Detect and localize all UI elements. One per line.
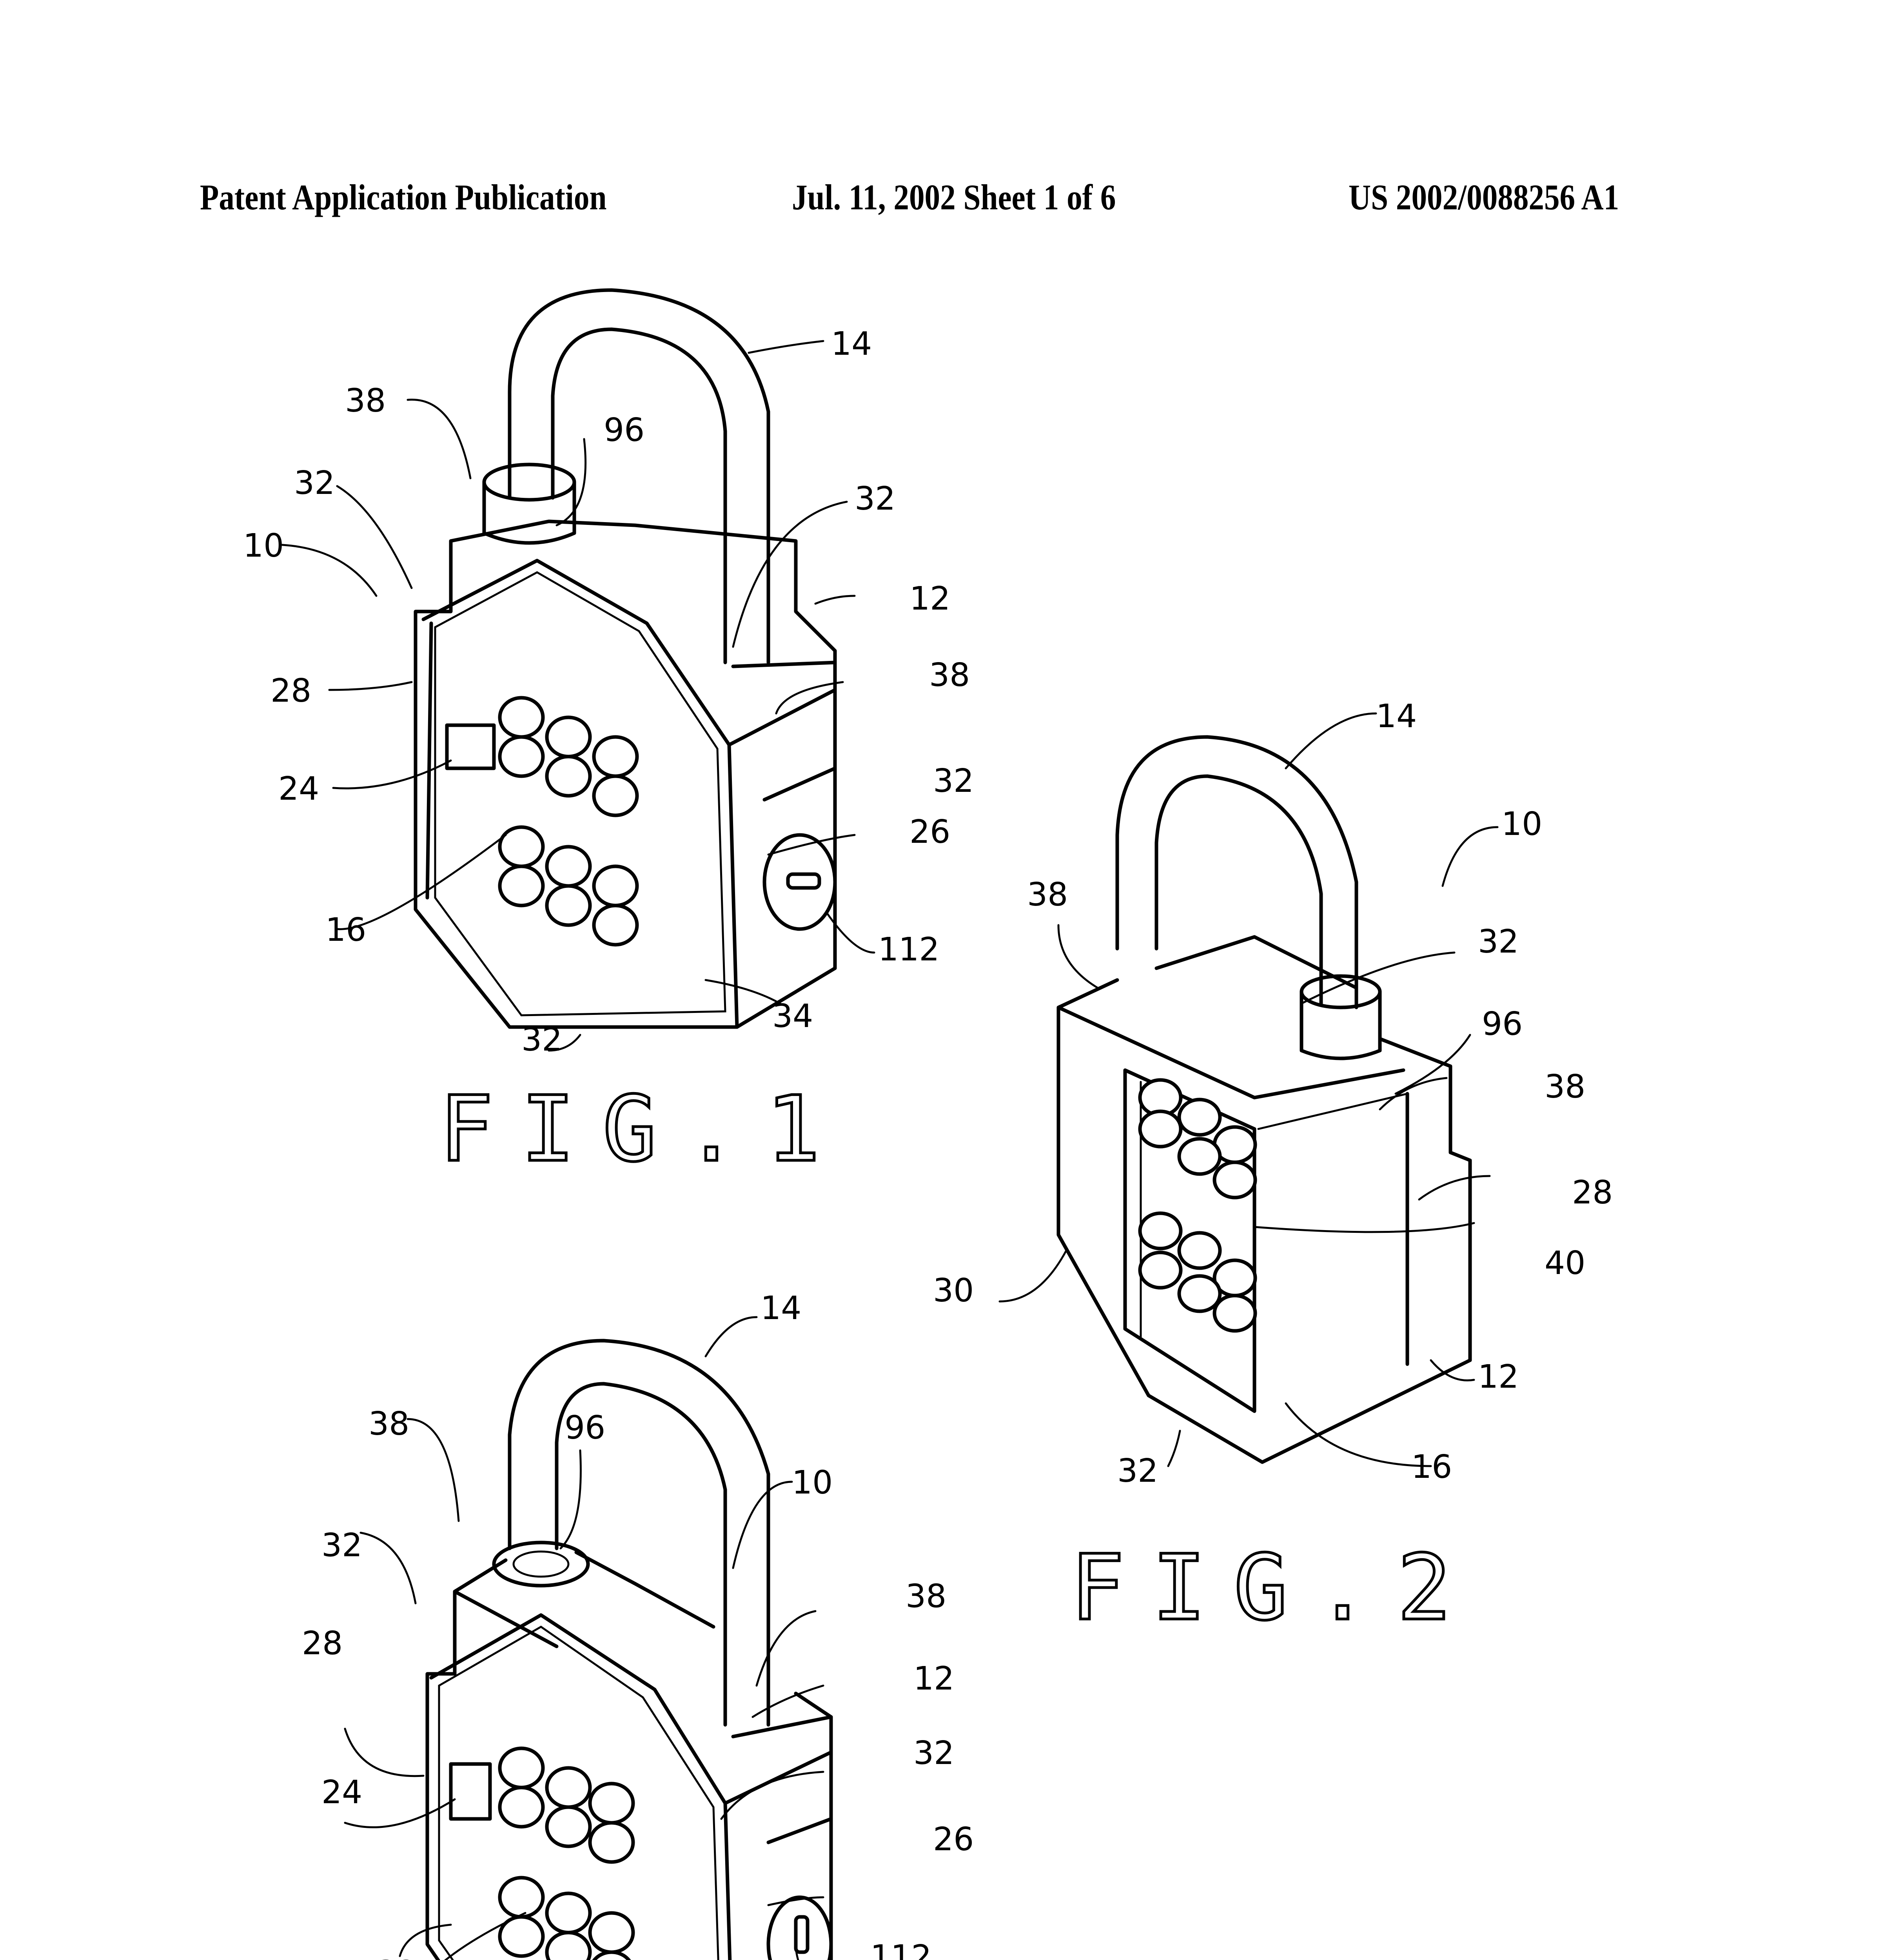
fig1-collar (482, 463, 576, 545)
fig1-ref-12: 12 (909, 580, 950, 617)
fig2-ref-16: 16 (1411, 1448, 1452, 1486)
fig1-buttons (498, 696, 639, 947)
fig3-ref-96: 96 (565, 1409, 605, 1446)
fig2-buttons (1138, 1078, 1257, 1333)
fig3-ref-32b: 32 (913, 1735, 954, 1772)
fig2-body (1056, 935, 1472, 1464)
fig2-ref-96: 96 (1482, 1005, 1523, 1043)
fig1-ref-14: 14 (831, 325, 872, 363)
fig2-shackle (1115, 735, 1358, 1009)
fig3-ref-26: 26 (933, 1821, 974, 1858)
fig1-ref-26: 26 (909, 813, 950, 851)
fig1-ref-38a: 38 (345, 382, 386, 419)
fig1-ref-112: 112 (878, 931, 940, 968)
fig2-caption: FIG.2 (1070, 1536, 1479, 1641)
fig3-slide-open (449, 1762, 492, 1821)
fig3-key-cylinder (766, 1895, 833, 1960)
fig2-collar (1300, 974, 1382, 1060)
fig1-ref-16: 16 (325, 911, 366, 949)
fig1-ref-24: 24 (278, 770, 319, 808)
fig2-ref-30: 30 (933, 1272, 974, 1309)
fig1-ref-96: 96 (604, 412, 644, 449)
fig3-buttons (498, 1746, 635, 1960)
fig3-ref-38a: 38 (368, 1405, 409, 1443)
figure-1: 14 38 96 32 32 10 12 38 28 32 24 26 16 1… (243, 288, 974, 1183)
fig1-ref-34: 34 (772, 998, 813, 1035)
fig3-ref-24: 24 (321, 1774, 362, 1811)
fig3-ref-10: 10 (792, 1464, 833, 1501)
fig2-ref-10: 10 (1501, 806, 1542, 843)
fig1-key-cylinder (762, 833, 837, 931)
fig1-ref-32a: 32 (294, 465, 335, 502)
fig1-octagon-face (421, 559, 739, 1029)
fig3-ref-38b: 38 (906, 1578, 946, 1615)
fig2-ref-38a: 38 (1027, 876, 1068, 913)
fig2-ref-40: 40 (1545, 1245, 1585, 1282)
figure-3: 14 38 96 10 32 38 28 12 32 24 26 32 112 … (302, 1290, 974, 1960)
fig1-keyway (786, 872, 821, 890)
fig1-ref-28: 28 (270, 672, 311, 710)
fig3-collar-hole (492, 1541, 590, 1588)
fig2-ref-32b: 32 (1117, 1452, 1158, 1490)
fig1-ref-32d: 32 (521, 1021, 562, 1058)
fig2-ref-28: 28 (1572, 1174, 1613, 1211)
fig3-octagon-face (429, 1613, 732, 1960)
fig2-ref-12: 12 (1478, 1358, 1519, 1396)
fig3-ref-32a: 32 (321, 1527, 362, 1564)
publication-date-sheet: Jul. 11, 2002 Sheet 1 of 6 (792, 177, 1116, 217)
fig1-ref-32c: 32 (933, 762, 974, 800)
fig1-ref-38b: 38 (929, 657, 970, 694)
publication-type: Patent Application Publication (200, 177, 607, 217)
fig1-shackle (508, 288, 770, 664)
fig2-ref-38b: 38 (1545, 1068, 1585, 1105)
fig1-ref-10: 10 (243, 527, 284, 564)
fig3-ref-32c: 32 (376, 1954, 417, 1960)
fig3-shackle (508, 1339, 770, 1727)
fig1-slide (445, 723, 496, 770)
fig2-ref-32a: 32 (1478, 923, 1519, 960)
fig1-caption: FIG.1 (439, 1077, 848, 1182)
fig3-ref-12: 12 (913, 1660, 954, 1697)
fig3-ref-112: 112 (870, 1938, 932, 1960)
sheet-header: Patent Application Publication Jul. 11, … (0, 176, 1895, 231)
fig1-body (414, 519, 837, 1029)
fig3-keyway (794, 1915, 810, 1954)
fig3-ref-14: 14 (761, 1290, 801, 1327)
fig3-body (425, 1550, 833, 1960)
publication-number: US 2002/0088256 A1 (1349, 177, 1619, 217)
fig3-ref-28: 28 (302, 1625, 343, 1662)
fig2-ref-14: 14 (1376, 698, 1417, 735)
fig1-ref-32b: 32 (855, 480, 895, 517)
figure-2: 14 10 38 32 96 38 28 40 30 12 32 16 FIG.… (933, 698, 1613, 1642)
